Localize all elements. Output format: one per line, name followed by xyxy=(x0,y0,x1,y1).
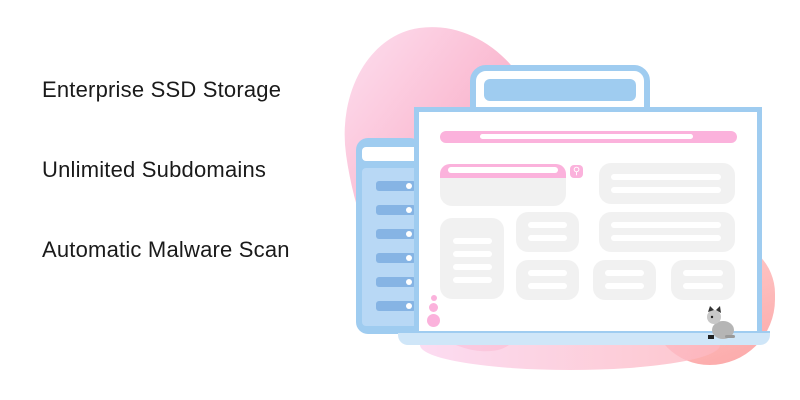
content-card xyxy=(671,260,735,300)
decor-dot xyxy=(429,303,438,312)
content-card xyxy=(516,260,579,300)
content-card xyxy=(599,212,735,252)
decor-dot xyxy=(431,295,437,301)
content-card xyxy=(599,163,735,204)
search-card xyxy=(440,164,566,206)
search-icon: ⚲ xyxy=(570,165,583,178)
feature-unlimited-subdomains: Unlimited Subdomains xyxy=(42,157,267,182)
content-card xyxy=(440,218,504,299)
content-card xyxy=(593,260,656,300)
server-icon xyxy=(356,138,422,334)
feature-ssd-storage: Enterprise SSD Storage xyxy=(42,77,282,102)
laptop-base xyxy=(398,331,770,345)
url-bar xyxy=(440,131,737,143)
content-card xyxy=(516,212,579,252)
feature-malware-scan: Automatic Malware Scan xyxy=(42,237,290,262)
decor-dot xyxy=(427,314,440,327)
cat-mascot-icon xyxy=(707,306,735,339)
